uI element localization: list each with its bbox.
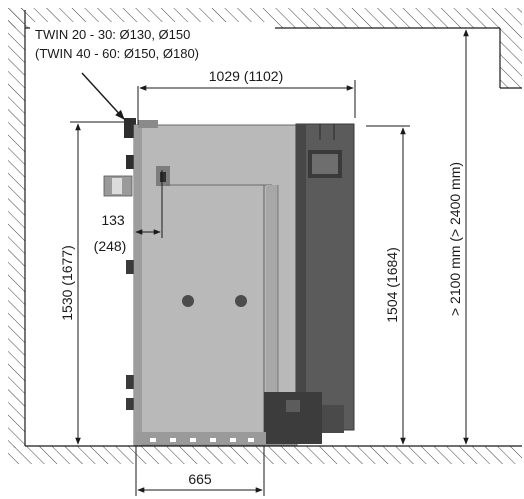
dimension-base [135, 446, 265, 496]
flue-note-line2: (TWIN 40 - 60: Ø150, Ø180) [35, 46, 199, 61]
base-label: 665 [188, 471, 212, 487]
height-right-label: 1504 (1684) [384, 247, 400, 323]
wall-right-notch [499, 8, 522, 89]
floor [8, 445, 522, 464]
boiler [103, 118, 355, 446]
dimension-height-right [366, 125, 410, 445]
room-height-label: > 2100 mm (> 2400 mm) [447, 162, 463, 316]
flue-offset-alt-label: (248) [94, 238, 127, 254]
width-label: 1029 (1102) [209, 68, 283, 84]
height-left-label: 1530 (1677) [59, 245, 75, 321]
dimension-flue-offset [135, 170, 163, 238]
flue-note-line1: TWIN 20 - 30: Ø130, Ø150 [35, 27, 190, 42]
dimension-height-left [70, 121, 124, 445]
wall-left [8, 8, 26, 448]
flue-pointer-arrow [81, 72, 125, 120]
dimension-width [137, 80, 356, 125]
flue-offset-label: 133 [101, 212, 125, 228]
